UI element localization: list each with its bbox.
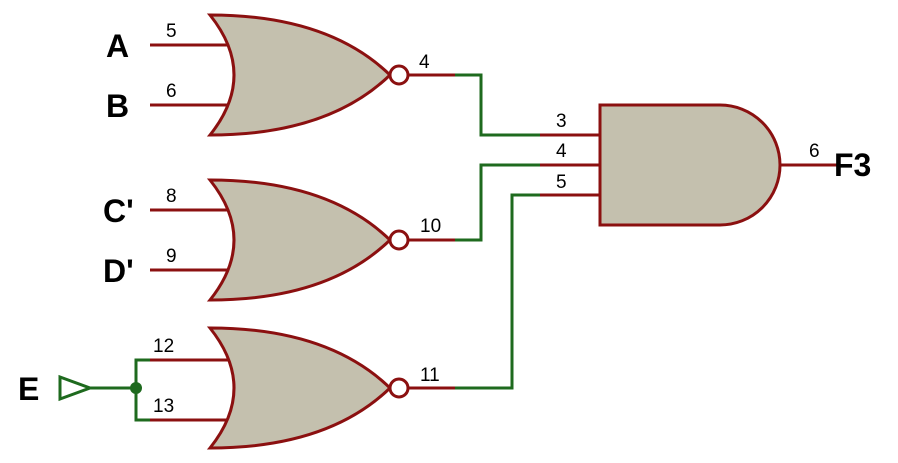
nor-gate-2-bubble <box>388 229 410 251</box>
pin-label-and-2: 4 <box>556 141 567 162</box>
pin-label-and-1: 3 <box>556 111 567 132</box>
input-label-a: A <box>106 28 129 64</box>
nor-gate-3-bubble <box>388 377 410 399</box>
and-gate: 3 4 5 6 F3 <box>540 103 871 227</box>
pin-label-g1-out: 4 <box>419 52 430 73</box>
wire-nor1-to-and <box>455 73 540 137</box>
nor-gate-3-body <box>206 326 393 450</box>
input-port-triangle-icon <box>58 374 95 402</box>
wire-nor2-to-and <box>455 163 540 242</box>
pin-label-g3-in1: 12 <box>153 336 174 357</box>
wire-nor3-to-and <box>455 193 540 390</box>
pin-label-and-out: 6 <box>809 141 820 162</box>
nor-gate-1-body <box>206 13 393 137</box>
pin-label-and-3: 5 <box>556 172 567 193</box>
input-label-c: C' <box>103 193 134 229</box>
and-gate-body <box>598 103 782 227</box>
junction-dot-icon <box>130 382 142 394</box>
output-label-f3: F3 <box>834 147 871 183</box>
input-label-e: E <box>18 371 39 407</box>
pin-label-g2-c: 8 <box>166 186 177 207</box>
nor-gate-2-body <box>206 178 393 302</box>
nor-gate-1-bubble <box>388 64 410 86</box>
input-terminal-e: E <box>18 358 150 422</box>
pin-label-g3-out: 11 <box>420 365 440 386</box>
pin-label-g2-out: 10 <box>420 216 441 237</box>
nor-gate-3: 12 13 11 <box>150 326 455 450</box>
pin-label-g1-a: 5 <box>166 21 177 42</box>
nor-gate-1: A B 5 6 4 <box>106 13 455 137</box>
nor-gate-2: C' D' 8 9 10 <box>103 178 455 302</box>
input-label-b: B <box>106 88 129 124</box>
pin-label-g2-d: 9 <box>166 246 177 267</box>
input-label-d: D' <box>103 253 134 289</box>
pin-label-g1-b: 6 <box>166 81 177 102</box>
pin-label-g3-in2: 13 <box>153 396 174 417</box>
